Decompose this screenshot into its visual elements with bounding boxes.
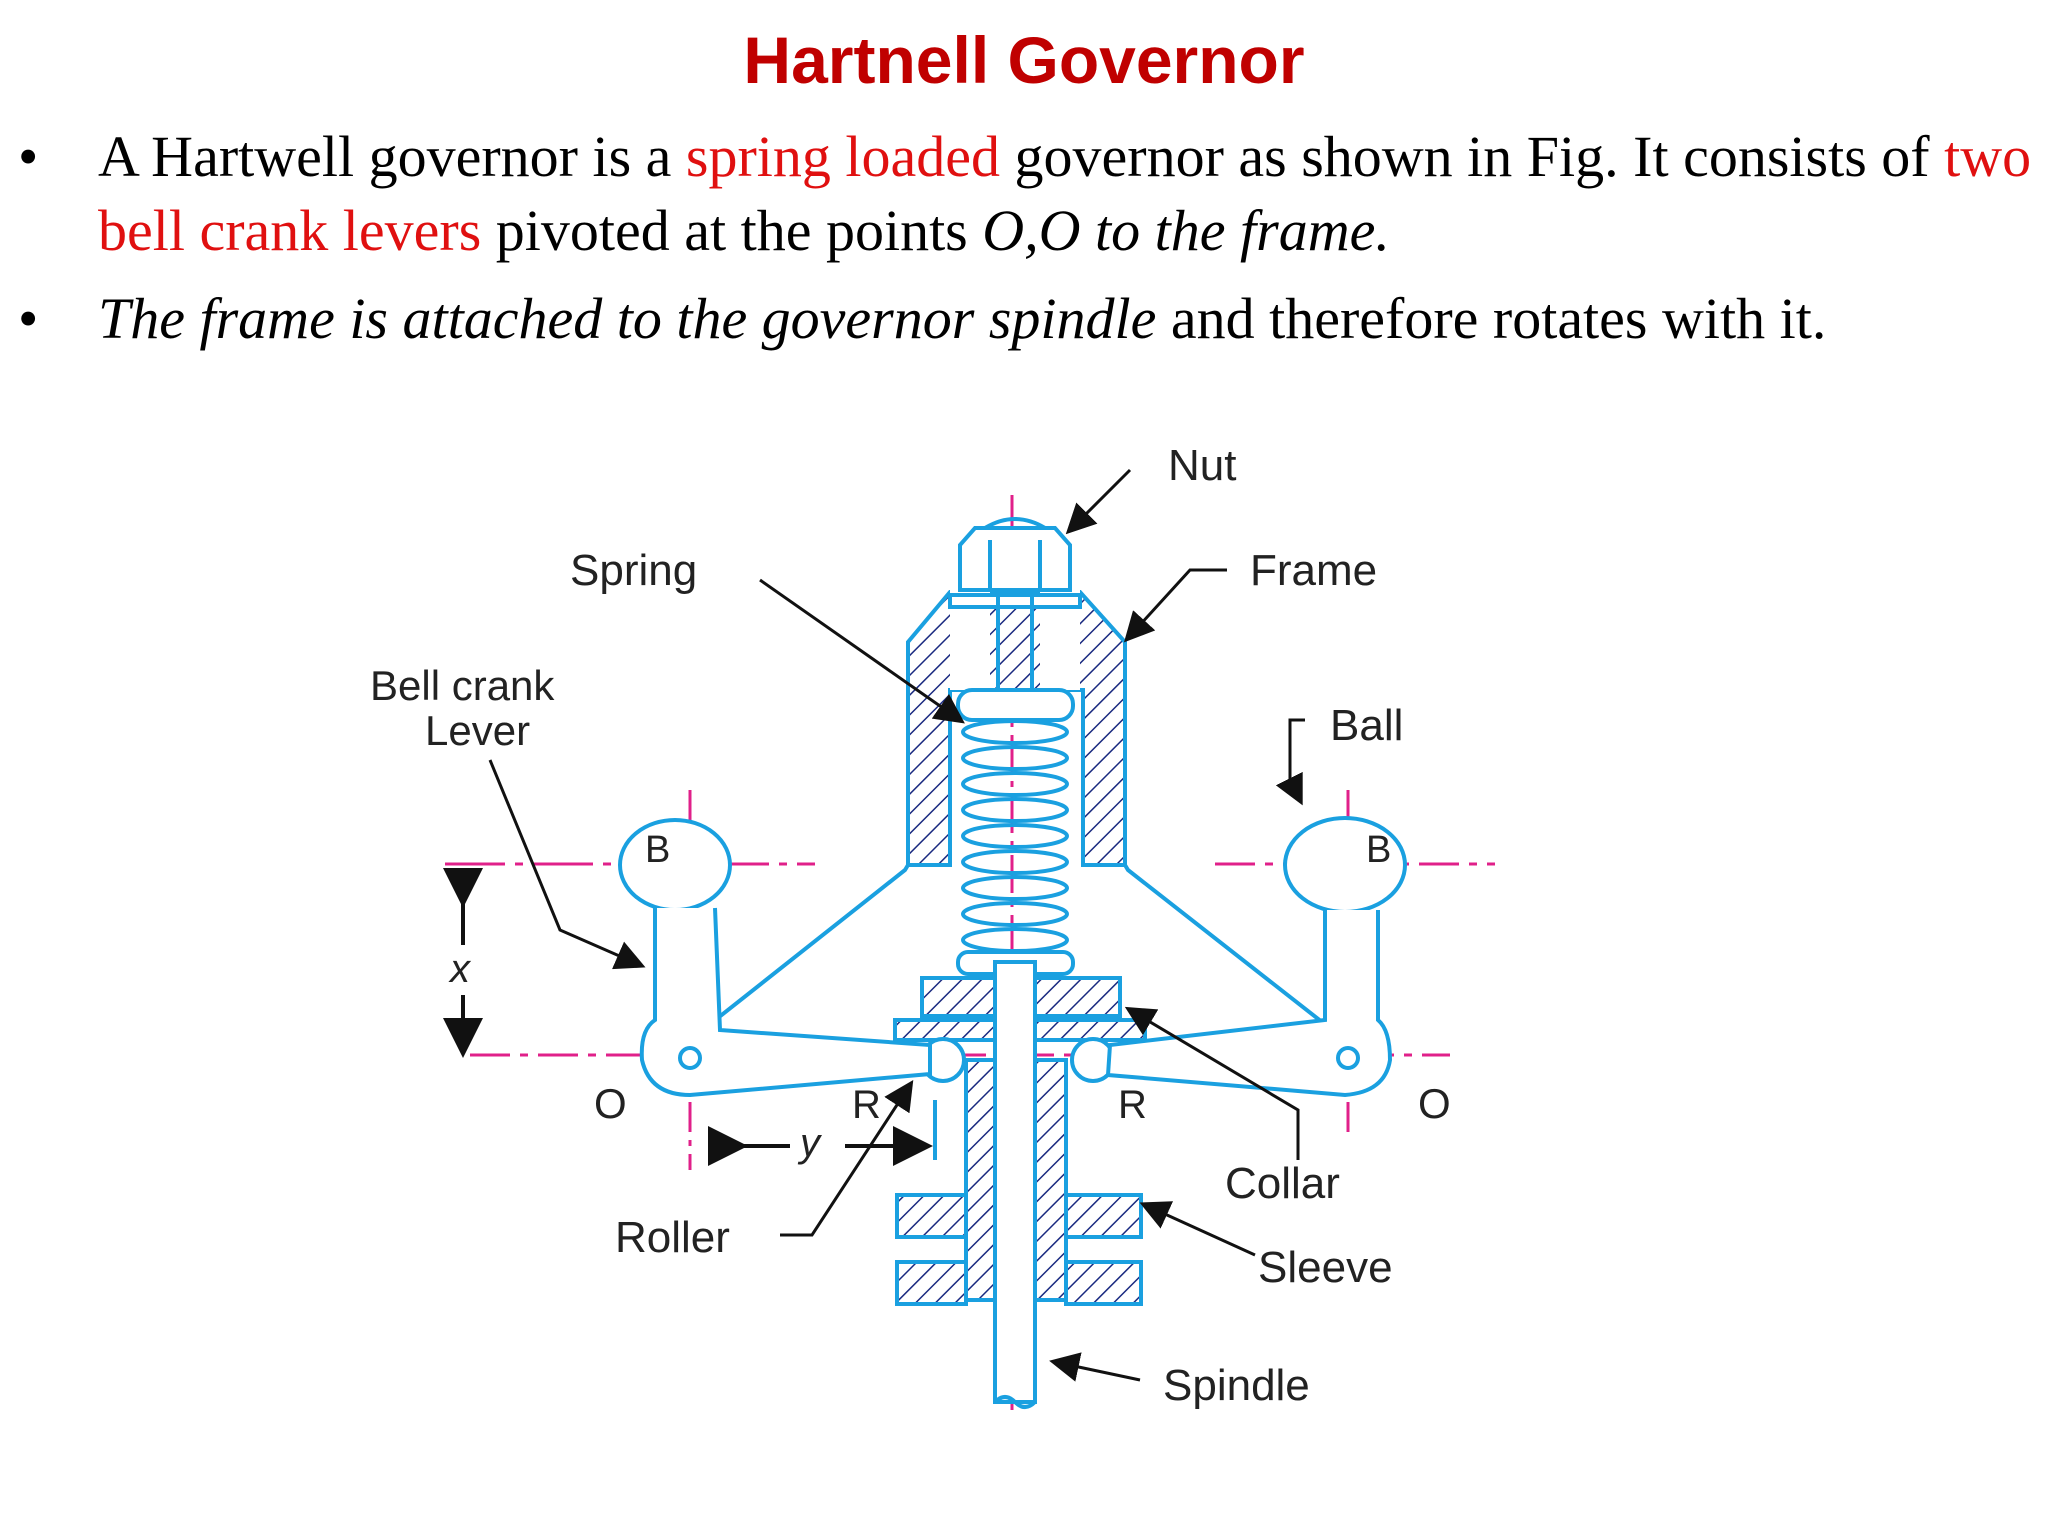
page-title: Hartnell Governor — [743, 23, 1305, 97]
bullet-text: pivoted at the points — [481, 198, 983, 263]
label-r-left: R — [852, 1083, 881, 1127]
label-spring: Spring — [570, 546, 697, 595]
bullet-dot: • — [18, 286, 39, 351]
nut — [948, 517, 1082, 609]
leader-arrows — [488, 468, 1305, 1382]
bullet-dot: • — [18, 124, 39, 189]
label-nut: Nut — [1168, 441, 1236, 490]
label-o-right: O — [1418, 1080, 1451, 1127]
bullet-item-2: • The frame is attached to the governor … — [18, 282, 2038, 356]
label-ball-right: B — [1366, 829, 1391, 871]
label-o-left: O — [594, 1080, 627, 1127]
highlight-bell-crank-levers: two bell crank levers — [98, 124, 2032, 263]
label-y: y — [797, 1121, 823, 1165]
bullet-text-italic: O,O to the frame. — [982, 198, 1390, 263]
bullet-text: A Hartwell governor is a — [98, 124, 686, 189]
label-ball: Ball — [1330, 701, 1403, 750]
label-roller: Roller — [615, 1213, 730, 1262]
label-sleeve: Sleeve — [1258, 1243, 1393, 1292]
label-collar: Collar — [1225, 1159, 1340, 1208]
spindle — [993, 588, 1037, 1409]
label-lever: Lever — [425, 707, 530, 754]
spring — [956, 688, 1075, 976]
label-x: x — [448, 947, 472, 991]
highlight-spring-loaded: spring loaded — [685, 124, 1001, 189]
label-bell-crank: Bell crank — [370, 662, 555, 709]
bullet-item-1: • A Hartwell governor is a spring loaded… — [18, 120, 2038, 268]
bullet-text: and therefore rotates with it. — [1156, 286, 1827, 351]
label-spindle: Spindle — [1163, 1361, 1310, 1410]
bullet-text-italic: The frame is attached to the governor sp… — [98, 286, 1157, 351]
label-r-right: R — [1118, 1083, 1147, 1127]
label-frame: Frame — [1250, 546, 1377, 595]
bell-crank-lever-left — [618, 818, 932, 1098]
rollers — [920, 1037, 1116, 1160]
bell-crank-lever-right — [1105, 816, 1407, 1098]
governor-diagram: Nut Spring Frame Bell crank Lever Ball B… — [370, 441, 1495, 1410]
bullet-list: • A Hartwell governor is a spring loaded… — [18, 120, 2038, 370]
label-ball-left: B — [645, 829, 670, 871]
bullet-text: governor as shown in Fig. It consists of — [1000, 124, 1945, 189]
